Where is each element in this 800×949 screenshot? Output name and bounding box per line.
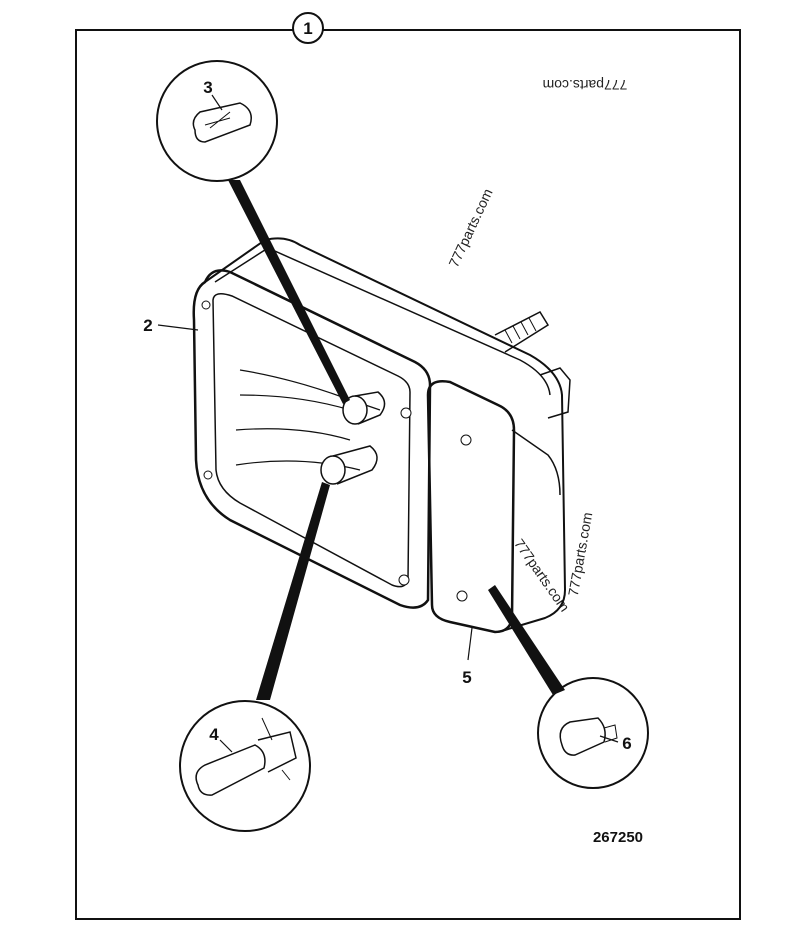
- leader-6: [488, 585, 565, 695]
- callout-4: 4: [209, 725, 219, 744]
- watermark-4: 777parts.com: [565, 511, 595, 597]
- callout-5: 5: [462, 668, 471, 687]
- lamp-housing: [192, 237, 571, 634]
- figure-number: 1: [303, 19, 312, 38]
- figure-number-badge: 1: [292, 12, 324, 44]
- part-number: 267250: [593, 829, 643, 846]
- leader-4-label: [219, 739, 233, 753]
- callout-2: 2: [143, 316, 152, 335]
- detail-circle-bulb-3: [156, 60, 278, 182]
- detail-circle-bulb-4: [179, 700, 311, 832]
- watermark-1: 777parts.com: [543, 77, 628, 93]
- leader-5: [467, 627, 473, 661]
- detail-circle-bulb-6: [537, 677, 649, 789]
- leader-6-label: [599, 735, 619, 743]
- leader-2: [157, 324, 199, 331]
- callout-6: 6: [622, 734, 631, 753]
- leader-3: [228, 180, 350, 404]
- leader-4: [256, 482, 330, 700]
- frame-border: [75, 29, 741, 920]
- watermark-2: 777parts.com: [445, 186, 495, 270]
- leader-3-label: [211, 94, 223, 111]
- callout-3: 3: [203, 78, 212, 97]
